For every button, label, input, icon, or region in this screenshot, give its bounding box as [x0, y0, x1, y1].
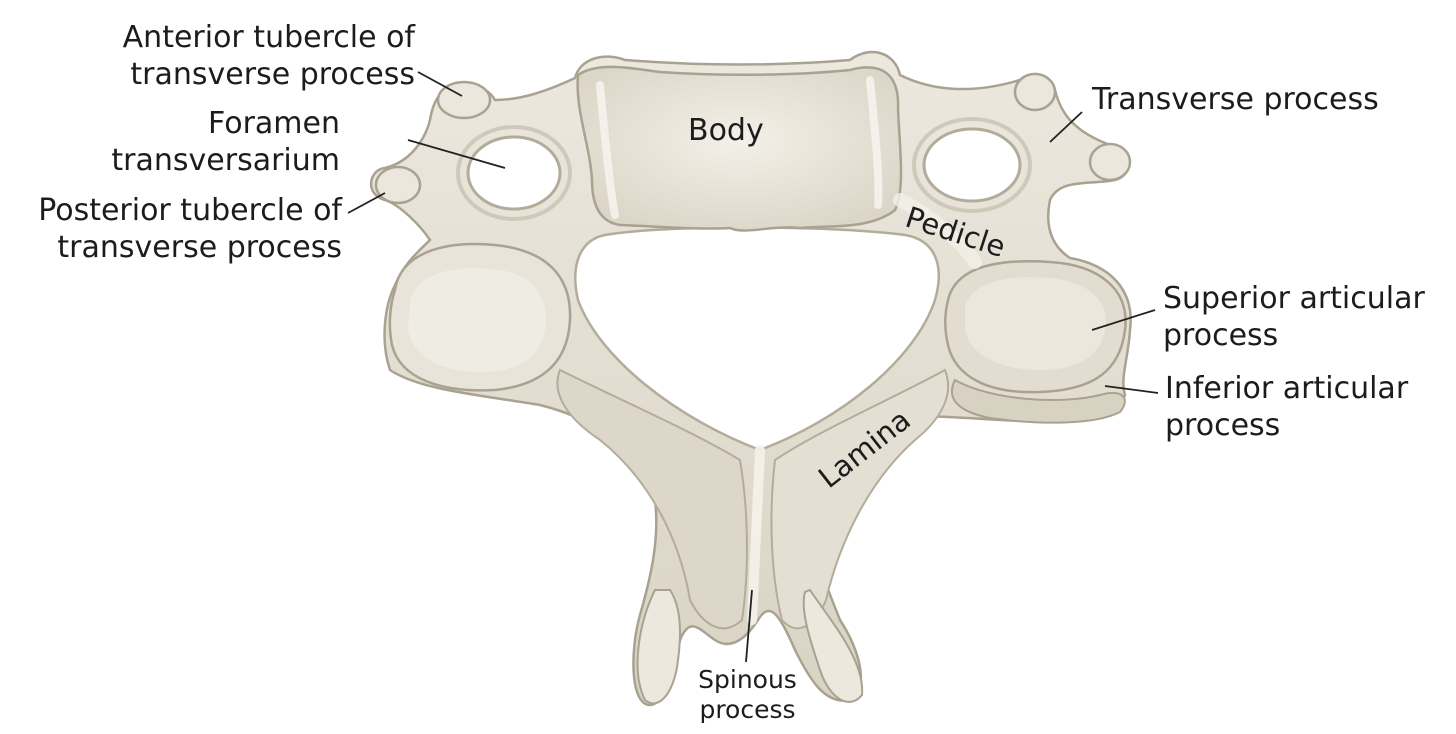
right-lamina	[770, 368, 950, 630]
right-inferior-articular-process	[950, 378, 1126, 424]
label-superior-articular-process: Superior articular process	[1163, 281, 1425, 354]
leader-posterior-tubercle	[347, 192, 386, 214]
right-foramen-transversarium	[922, 127, 1022, 203]
vertebral-body-top-ridge	[596, 81, 619, 219]
label-foramen-transversarium: Foramen transversarium	[60, 106, 340, 179]
label-anterior-tubercle: Anterior tubercle of transverse process	[70, 20, 415, 93]
label-inferior-articular-process: Inferior articular process	[1165, 371, 1408, 444]
leader-superior-articular	[1091, 309, 1156, 331]
label-superior-articular-line1: Superior articular	[1163, 281, 1425, 316]
right-posterior-tubercle	[1088, 142, 1132, 182]
leader-transverse-process	[1049, 111, 1083, 143]
leader-lines	[347, 71, 1159, 663]
left-foramen-transversarium	[466, 135, 562, 211]
left-facet-inner	[408, 268, 546, 372]
vertebral-body	[576, 65, 903, 232]
right-pedicle	[893, 193, 982, 269]
right-foramen-rim	[912, 117, 1032, 213]
left-lamina	[556, 368, 748, 630]
left-posterior-tubercle	[374, 165, 422, 205]
label-spinous-process: Spinous process	[680, 665, 815, 724]
vertebral-body-top-ridge-right	[866, 76, 883, 209]
label-body: Body	[688, 113, 764, 148]
label-transverse-process: Transverse process	[1092, 82, 1379, 117]
label-foramen-line1: Foramen	[208, 106, 340, 141]
right-anterior-tubercle	[1013, 72, 1057, 112]
label-superior-articular-line2: process	[1163, 317, 1279, 353]
spinous-process-left-tip	[636, 589, 681, 705]
label-posterior-tubercle-line1: Posterior tubercle of	[38, 193, 342, 228]
spinous-process-right-tip	[802, 588, 864, 703]
vertebral-foramen	[574, 226, 940, 452]
leader-foramen-transversarium	[407, 139, 506, 169]
label-anterior-tubercle-line1: Anterior tubercle of	[122, 20, 415, 55]
label-anterior-tubercle-line2: transverse process	[130, 56, 415, 92]
label-foramen-line2: transversarium	[111, 142, 340, 178]
label-posterior-tubercle-line2: transverse process	[57, 229, 342, 265]
right-facet-inner	[965, 277, 1106, 370]
label-spinous-line2: process	[699, 694, 796, 724]
leader-inferior-articular	[1104, 385, 1159, 394]
left-foramen-rim	[456, 125, 572, 221]
label-posterior-tubercle: Posterior tubercle of transverse process	[10, 193, 342, 266]
spinous-process-midline	[747, 445, 765, 625]
label-inferior-articular-line1: Inferior articular	[1165, 371, 1409, 406]
label-inferior-articular-line2: process	[1165, 407, 1281, 443]
leader-spinous-process	[745, 589, 753, 663]
leader-anterior-tubercle	[417, 71, 463, 97]
label-spinous-line1: Spinous	[698, 665, 797, 694]
